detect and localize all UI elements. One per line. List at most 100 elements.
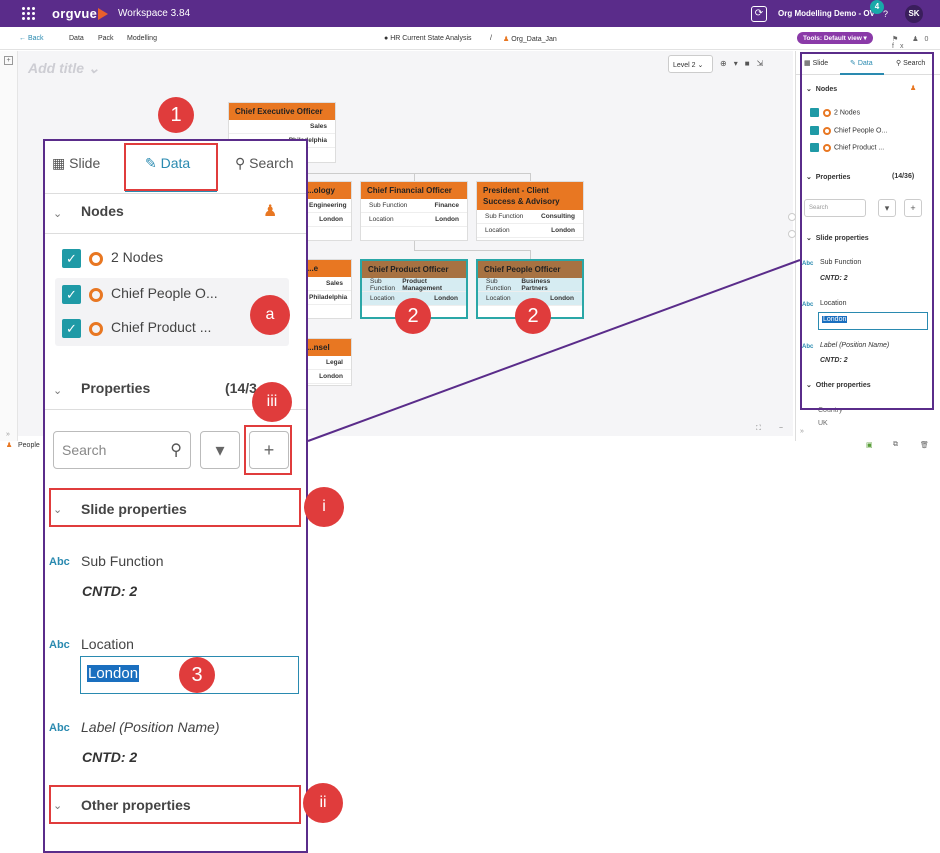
nav-modelling[interactable]: Modelling	[127, 35, 157, 42]
notification-badge[interactable]: 4	[870, 0, 884, 14]
properties-section[interactable]: Properties	[81, 380, 151, 396]
search-input[interactable]: Search⚲	[53, 431, 191, 469]
chevron-down-icon[interactable]: ⌄	[53, 800, 63, 812]
nodes-section[interactable]: Nodes	[81, 203, 124, 219]
properties-count: (14/36)	[892, 173, 915, 180]
marker-2: 2	[395, 298, 431, 334]
marker-1: 1	[158, 97, 194, 133]
add-title[interactable]: Add title ⌄	[28, 60, 100, 76]
chevron-down-icon[interactable]: ⌄	[53, 385, 63, 397]
expand-icon[interactable]: »	[6, 431, 10, 438]
tab-slide[interactable]: ▦ Slide	[804, 60, 829, 67]
search-input[interactable]: Search	[804, 199, 866, 217]
tools-view-dropdown[interactable]: Tools: Default view ▾	[797, 32, 873, 44]
bottom-bar: » ♟ People ▣ ⧉ 🗑 »	[0, 428, 940, 455]
property-label: Label (Position Name)	[820, 342, 890, 349]
property-label: Sub Function	[81, 553, 164, 569]
tab-search[interactable]: ⚲ Search	[896, 60, 926, 67]
tab-data[interactable]: ✎ Data	[145, 155, 191, 171]
property-value: CNTD: 2	[82, 583, 138, 599]
panel-collapse-icon[interactable]	[788, 213, 796, 221]
org-card[interactable]: ...nsel Legal London	[300, 338, 352, 386]
marker-ii: ii	[303, 783, 343, 823]
marker-2: 2	[515, 298, 551, 334]
people-icon: ♟	[6, 442, 13, 449]
other-properties-section[interactable]: ⌄ Other properties	[806, 382, 871, 389]
right-panel: ▦ Slide ✎ Data ⚲ Search ⌄ Nodes ♟ 2 Node…	[795, 51, 940, 441]
add-property-button[interactable]: +	[249, 431, 289, 469]
nodes-section[interactable]: ⌄ Nodes	[806, 86, 838, 93]
connector	[414, 240, 415, 250]
app-grid-icon[interactable]	[22, 7, 35, 20]
highlight-slide-properties	[49, 488, 301, 527]
nav-tool-icons[interactable]: ⚑ ♟0 fx	[892, 36, 935, 50]
zoom-controls[interactable]: ⛶ − +	[756, 425, 813, 432]
breadcrumb-file[interactable]: ♟ Org_Data_Jan	[503, 36, 557, 43]
tab-data[interactable]: ✎ Data	[850, 60, 873, 67]
delete-icon[interactable]: 🗑	[920, 442, 929, 449]
breadcrumb-dataset[interactable]: ● HR Current State Analysis	[384, 35, 472, 42]
marker-a: a	[250, 295, 290, 335]
node-item[interactable]: ✓Chief Product ...	[62, 319, 211, 338]
text-type-icon: Abc	[802, 344, 814, 350]
org-card[interactable]: President - Client Success & Advisory Su…	[476, 181, 584, 241]
properties-section[interactable]: ⌄ Properties	[806, 174, 851, 181]
property-value: UK	[818, 420, 828, 427]
property-value: CNTD: 2	[82, 749, 138, 765]
copy-icon[interactable]: ⧉	[893, 441, 898, 448]
node-item[interactable]: ✓Chief People O...	[62, 285, 218, 304]
node-item[interactable]: Chief Product ...	[810, 143, 884, 152]
nav-pack[interactable]: Pack	[98, 35, 114, 42]
search-icon[interactable]: ⚲	[170, 442, 182, 459]
level-selector[interactable]: Level 2 ⌄	[668, 55, 713, 73]
org-card[interactable]: ...ology Engineering London	[300, 181, 352, 241]
filter-button[interactable]: ▾	[200, 431, 240, 469]
tab-slide[interactable]: ▦ Slide	[52, 155, 101, 171]
text-type-icon: Abc	[802, 302, 814, 308]
panel-expand-icon[interactable]	[788, 230, 796, 238]
node-item[interactable]: 2 Nodes	[810, 108, 860, 117]
slide-properties-section[interactable]: Slide properties	[81, 501, 187, 517]
filter-button[interactable]: ▾	[878, 199, 896, 217]
slide-properties-section[interactable]: ⌄ Slide properties	[806, 235, 869, 242]
highlight-add-button	[244, 425, 292, 475]
card-title: Chief Executive Officer	[229, 103, 335, 120]
dataset-selector[interactable]: Org Modelling Demo - OV	[778, 9, 875, 18]
property-label: Country	[818, 407, 843, 414]
canvas-tool-icons[interactable]: ⊕▾■⇲	[720, 59, 771, 68]
refresh-icon[interactable]: ⟳	[751, 6, 767, 22]
divider	[45, 233, 306, 234]
location-field[interactable]: London	[80, 656, 299, 694]
chevron-down-icon[interactable]: ⌄	[53, 208, 63, 220]
connector	[414, 250, 530, 251]
left-strip: +	[0, 51, 18, 441]
node-item[interactable]: ✓2 Nodes	[62, 249, 163, 268]
add-icon[interactable]: +	[4, 56, 13, 65]
person-icon[interactable]: ♟	[263, 203, 278, 220]
nav-data[interactable]: Data	[69, 35, 84, 42]
tab-underline	[840, 73, 884, 75]
add-property-button[interactable]: +	[904, 199, 922, 217]
expand-right-icon[interactable]: »	[800, 428, 804, 435]
node-item[interactable]: Chief People O...	[810, 126, 887, 135]
text-type-icon: Abc	[49, 722, 70, 734]
marker-i: i	[304, 487, 344, 527]
back-link[interactable]: ← Back	[19, 35, 44, 42]
add-icon[interactable]: ▣	[866, 442, 873, 449]
person-icon[interactable]: ♟	[910, 85, 917, 92]
people-label[interactable]: People	[18, 442, 40, 449]
avatar[interactable]: SK	[905, 5, 923, 23]
location-field[interactable]: London	[818, 312, 928, 330]
help-icon[interactable]: ?	[883, 9, 889, 19]
marker-iii: iii	[252, 382, 292, 422]
org-card[interactable]: ...e Sales Philadelphia	[300, 259, 352, 319]
other-properties-section[interactable]: Other properties	[81, 797, 191, 813]
chevron-down-icon[interactable]: ⌄	[53, 504, 63, 516]
marker-3: 3	[179, 657, 215, 693]
tab-search[interactable]: ⚲ Search	[235, 155, 294, 171]
brand-mark-icon	[98, 8, 108, 20]
brand-logo[interactable]: orgvue	[52, 6, 98, 21]
